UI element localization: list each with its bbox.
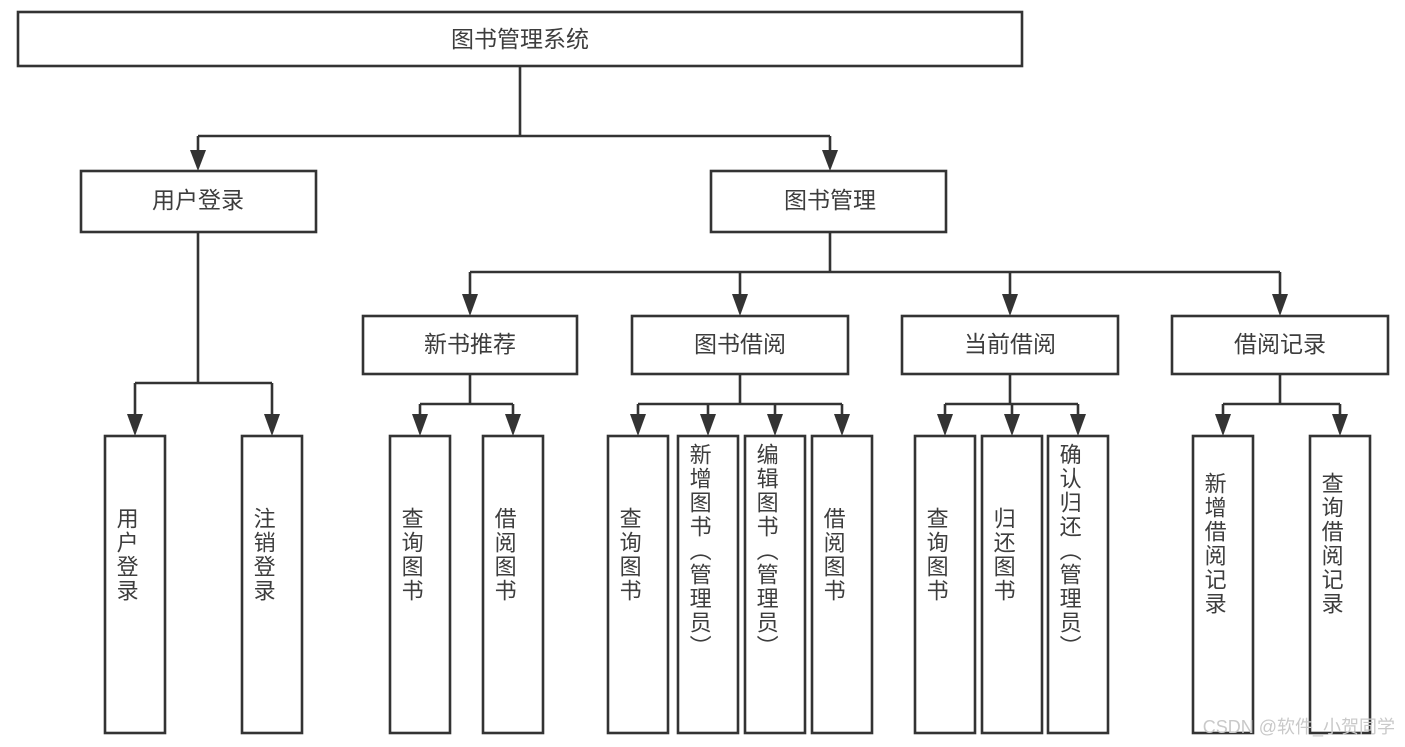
arrow-head-leaf-user-login <box>127 414 143 436</box>
arrow-head-cb-leaf3 <box>1070 414 1086 436</box>
node-current-borrow[interactable]: 当前借阅 <box>900 314 1120 376</box>
node-root-label: 图书管理系统 <box>451 26 589 52</box>
node-new-book-recommend-label: 新书推荐 <box>424 331 516 357</box>
leaf-box-cb-confirm-return[interactable] <box>1046 434 1110 735</box>
arrow-head-nb-leaf2 <box>505 414 521 436</box>
node-borrow-record[interactable]: 借阅记录 <box>1170 314 1390 376</box>
node-root-book-management-system[interactable]: 图书管理系统 <box>16 10 1024 68</box>
leaf-box-cb-return-book[interactable] <box>980 434 1044 735</box>
arrow-head-current-borrow <box>1002 294 1018 316</box>
leaf-box-nb-query-book[interactable] <box>388 434 452 735</box>
arrow-head-br-leaf2 <box>1332 414 1348 436</box>
leaf-box-br-add-record[interactable] <box>1191 434 1255 735</box>
leaf-box-nb-borrow-book[interactable] <box>481 434 545 735</box>
leaf-box-bb-query-book[interactable] <box>606 434 670 735</box>
node-new-book-recommend[interactable]: 新书推荐 <box>361 314 579 376</box>
connector-group-current-borrow-to-leaves <box>937 374 1086 436</box>
arrow-head-borrow-record <box>1272 294 1288 316</box>
node-book-management-box[interactable] <box>709 169 948 234</box>
connector-group-root-to-level2 <box>190 66 838 171</box>
arrow-head-cb-leaf2 <box>1004 414 1020 436</box>
arrow-head-br-leaf1 <box>1215 414 1231 436</box>
leaf-box-user-login[interactable] <box>103 434 167 735</box>
arrow-head-leaf-logout <box>264 414 280 436</box>
connector-group-user-login-to-leaves <box>127 232 280 436</box>
leaf-box-bb-edit-book[interactable] <box>743 434 807 735</box>
arrow-head-new-book <box>462 294 478 316</box>
node-book-borrow-box[interactable] <box>630 314 850 376</box>
arrow-head-bb-leaf4 <box>834 414 850 436</box>
leaf-box-br-query-record[interactable] <box>1308 434 1372 735</box>
node-book-management[interactable]: 图书管理 <box>709 169 948 234</box>
node-current-borrow-box[interactable] <box>900 314 1120 376</box>
arrow-head-user-login <box>190 150 206 171</box>
node-borrow-record-box[interactable] <box>1170 314 1390 376</box>
leaf-box-logout[interactable] <box>240 434 304 735</box>
arrow-head-bb-leaf2 <box>700 414 716 436</box>
arrow-head-bb-leaf3 <box>767 414 783 436</box>
csdn-watermark: CSDN @软件_小贺同学 <box>1202 717 1395 737</box>
connector-group-book-manage-to-level3 <box>462 232 1288 316</box>
node-user-login-label: 用户登录 <box>152 187 244 213</box>
node-book-borrow-label: 图书借阅 <box>694 331 786 357</box>
arrow-head-nb-leaf1 <box>412 414 428 436</box>
leaf-box-cb-query-book[interactable] <box>913 434 977 735</box>
node-user-login-box[interactable] <box>79 169 318 234</box>
node-book-borrow[interactable]: 图书借阅 <box>630 314 850 376</box>
leaf-box-bb-add-book[interactable] <box>676 434 740 735</box>
node-new-book-recommend-box[interactable] <box>361 314 579 376</box>
node-current-borrow-label: 当前借阅 <box>964 331 1056 357</box>
arrow-head-book-borrow <box>732 294 748 316</box>
connector-group-new-book-to-leaves <box>412 374 521 436</box>
arrow-head-bb-leaf1 <box>630 414 646 436</box>
node-user-login[interactable]: 用户登录 <box>79 169 318 234</box>
arrow-head-book-manage <box>822 150 838 171</box>
leaf-box-bb-borrow-book[interactable] <box>810 434 874 735</box>
node-borrow-record-label: 借阅记录 <box>1234 331 1326 357</box>
connector-group-book-borrow-to-leaves <box>630 374 850 436</box>
arrow-head-cb-leaf1 <box>937 414 953 436</box>
node-book-management-label: 图书管理 <box>784 187 876 213</box>
connector-group-borrow-record-to-leaves <box>1215 374 1348 436</box>
node-root-box[interactable] <box>16 10 1024 68</box>
